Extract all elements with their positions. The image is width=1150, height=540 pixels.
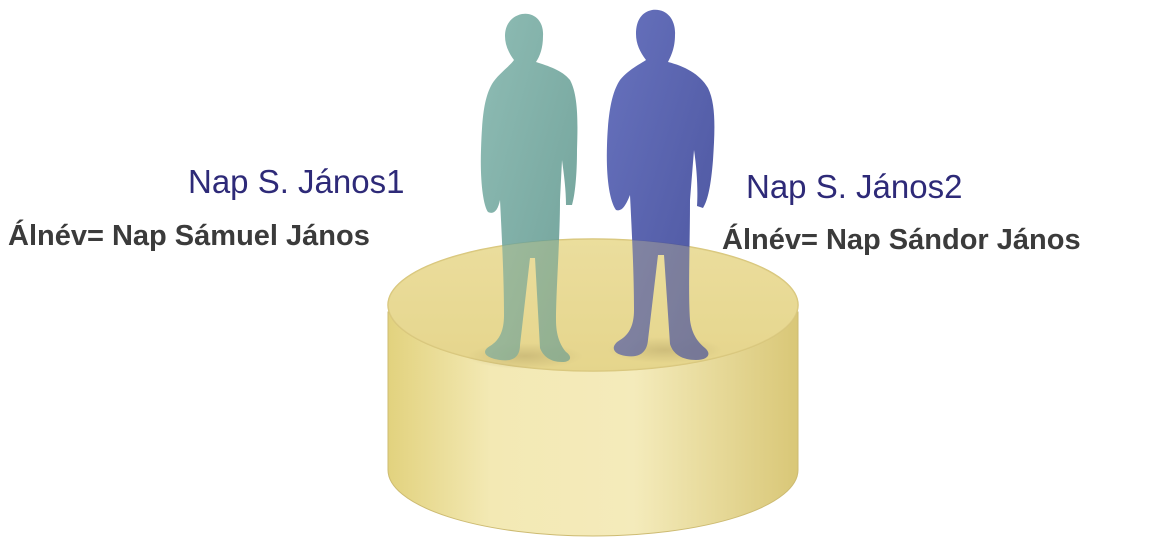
user-name-label-1: Nap S. János1 xyxy=(188,163,405,200)
person-silhouette-icon-left xyxy=(480,13,578,362)
user-name-label-2: Nap S. János2 xyxy=(746,168,963,205)
person-silhouette-icon-right xyxy=(606,9,715,361)
alias-label-2: Álnév= Nap Sándor János xyxy=(722,224,1081,256)
cylinder-side xyxy=(387,311,799,537)
alias-label-1: Álnév= Nap Sámuel János xyxy=(8,220,370,252)
cylinder-top-overlay xyxy=(388,239,798,371)
